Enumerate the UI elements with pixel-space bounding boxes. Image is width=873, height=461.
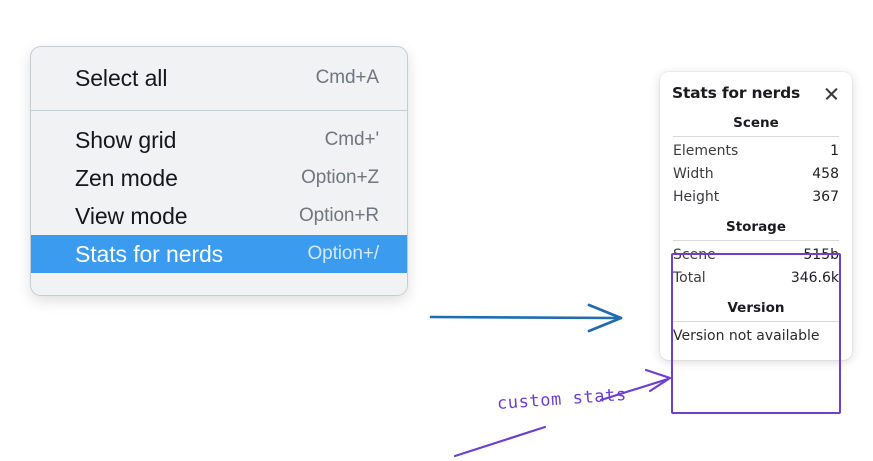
panel-header: Stats for nerds — [672, 82, 840, 104]
stat-row-width: Width 458 — [672, 162, 840, 185]
stat-row-height: Height 367 — [672, 185, 840, 208]
panel-title: Stats for nerds — [672, 84, 801, 102]
close-icon[interactable] — [823, 85, 840, 102]
stat-value: 1 — [830, 142, 839, 159]
stat-key: Scene — [673, 246, 716, 263]
menu-item-shortcut: Cmd+A — [315, 67, 379, 88]
stats-for-nerds-panel[interactable]: Stats for nerds Scene Elements 1 Width 4… — [660, 72, 852, 361]
stat-row-scene-storage: Scene 515b — [672, 243, 840, 266]
menu-item-label: Select all — [75, 64, 168, 91]
menu-item-view-mode[interactable]: View mode Option+R — [31, 197, 407, 235]
section-divider — [673, 136, 839, 137]
menu-item-select-all[interactable]: Select all Cmd+A — [31, 59, 407, 97]
menu-item-stats-for-nerds[interactable]: Stats for nerds Option+/ — [31, 235, 407, 273]
custom-stats-annotation-label: custom stats — [496, 384, 628, 414]
stat-value: 458 — [812, 165, 839, 182]
stat-value: 346.6k — [790, 269, 839, 286]
annotation-tail-stroke — [453, 425, 547, 458]
menu-item-label: Zen mode — [75, 164, 178, 191]
stat-value: 367 — [812, 188, 839, 205]
flow-arrow-icon — [429, 303, 623, 333]
menu-group-secondary: Show grid Cmd+' Zen mode Option+Z View m… — [31, 111, 407, 273]
menu-item-label: View mode — [75, 202, 188, 229]
section-divider — [673, 321, 839, 323]
stat-key: Width — [673, 165, 714, 182]
stat-key: Elements — [673, 142, 739, 159]
menu-item-label: Show grid — [75, 126, 177, 153]
section-heading-storage: Storage — [725, 219, 787, 236]
menu-item-shortcut: Option+/ — [307, 243, 379, 264]
menu-item-zen-mode[interactable]: Zen mode Option+Z — [31, 159, 407, 197]
menu-item-shortcut: Option+Z — [301, 167, 379, 188]
menu-item-shortcut: Option+R — [299, 205, 379, 226]
section-heading-scene: Scene — [733, 115, 779, 131]
context-menu[interactable]: Select all Cmd+A Show grid Cmd+' Zen mod… — [30, 46, 408, 296]
version-value: Version not available — [673, 328, 820, 345]
stat-value: 515b — [803, 246, 839, 263]
menu-item-show-grid[interactable]: Show grid Cmd+' — [31, 121, 407, 159]
stat-row-total-storage: Total 346.6k — [672, 266, 840, 289]
section-heading-version: Version — [727, 300, 785, 317]
menu-group-primary: Select all Cmd+A — [31, 47, 407, 111]
stat-key: Height — [673, 188, 720, 205]
menu-item-label: Stats for nerds — [75, 240, 224, 267]
section-divider — [673, 240, 839, 242]
stat-row-elements: Elements 1 — [672, 139, 840, 162]
menu-footer-spacer — [31, 273, 407, 295]
menu-item-shortcut: Cmd+' — [324, 129, 379, 150]
stat-key: Total — [673, 269, 706, 286]
